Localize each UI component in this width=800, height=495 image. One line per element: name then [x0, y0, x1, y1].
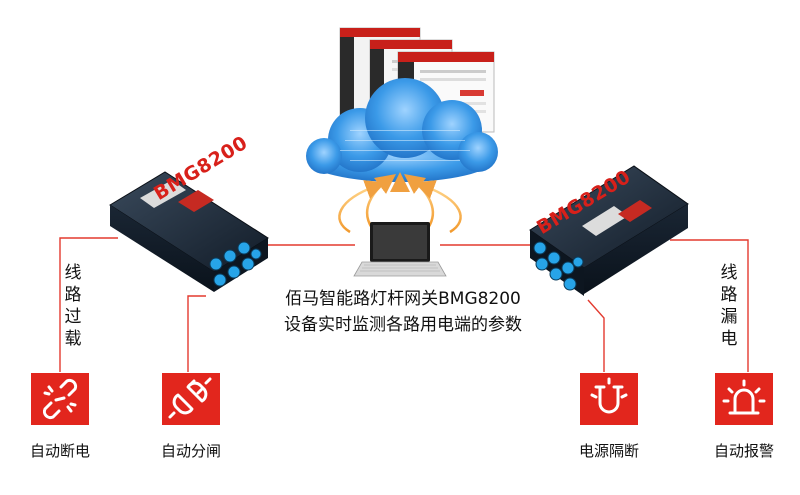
auto-alarm-label: 自动报警: [713, 442, 774, 460]
right-leak-line: [670, 239, 749, 372]
right-isolate-line: [587, 299, 605, 372]
left-overload-label: 线路过载: [62, 262, 84, 350]
auto-trip-box: [162, 373, 220, 425]
auto-power-off-box: [31, 373, 89, 425]
broken-link-icon: [31, 373, 89, 425]
connection-lines: [59, 237, 749, 372]
right-leakage-label: 线路漏电: [718, 262, 740, 350]
data-flow-arrows: [338, 172, 462, 234]
unplug-icon: [162, 373, 220, 425]
center-caption-line2: 设备实时监测各路用电端的参数: [284, 315, 522, 335]
power-isolation-box: [580, 373, 638, 425]
isolate-magnet-icon: [580, 373, 638, 425]
auto-power-off-label: 自动断电: [29, 442, 90, 460]
left-trip-line: [187, 295, 206, 372]
auto-alarm-box: [715, 373, 773, 425]
right-gateway-device: [529, 165, 689, 296]
auto-trip-label: 自动分闸: [160, 442, 221, 460]
left-overload-line: [59, 237, 118, 372]
alarm-light-icon: [715, 373, 773, 425]
power-isolation-label: 电源隔断: [578, 442, 639, 460]
center-caption-line1: 佰马智能路灯杆网关BMG8200: [285, 289, 521, 309]
center-caption: 佰马智能路灯杆网关BMG8200 设备实时监测各路用电端的参数: [203, 286, 603, 338]
left-gateway-device: [109, 171, 269, 292]
cloud-illustration: [306, 78, 498, 182]
laptop-illustration: [353, 222, 447, 277]
